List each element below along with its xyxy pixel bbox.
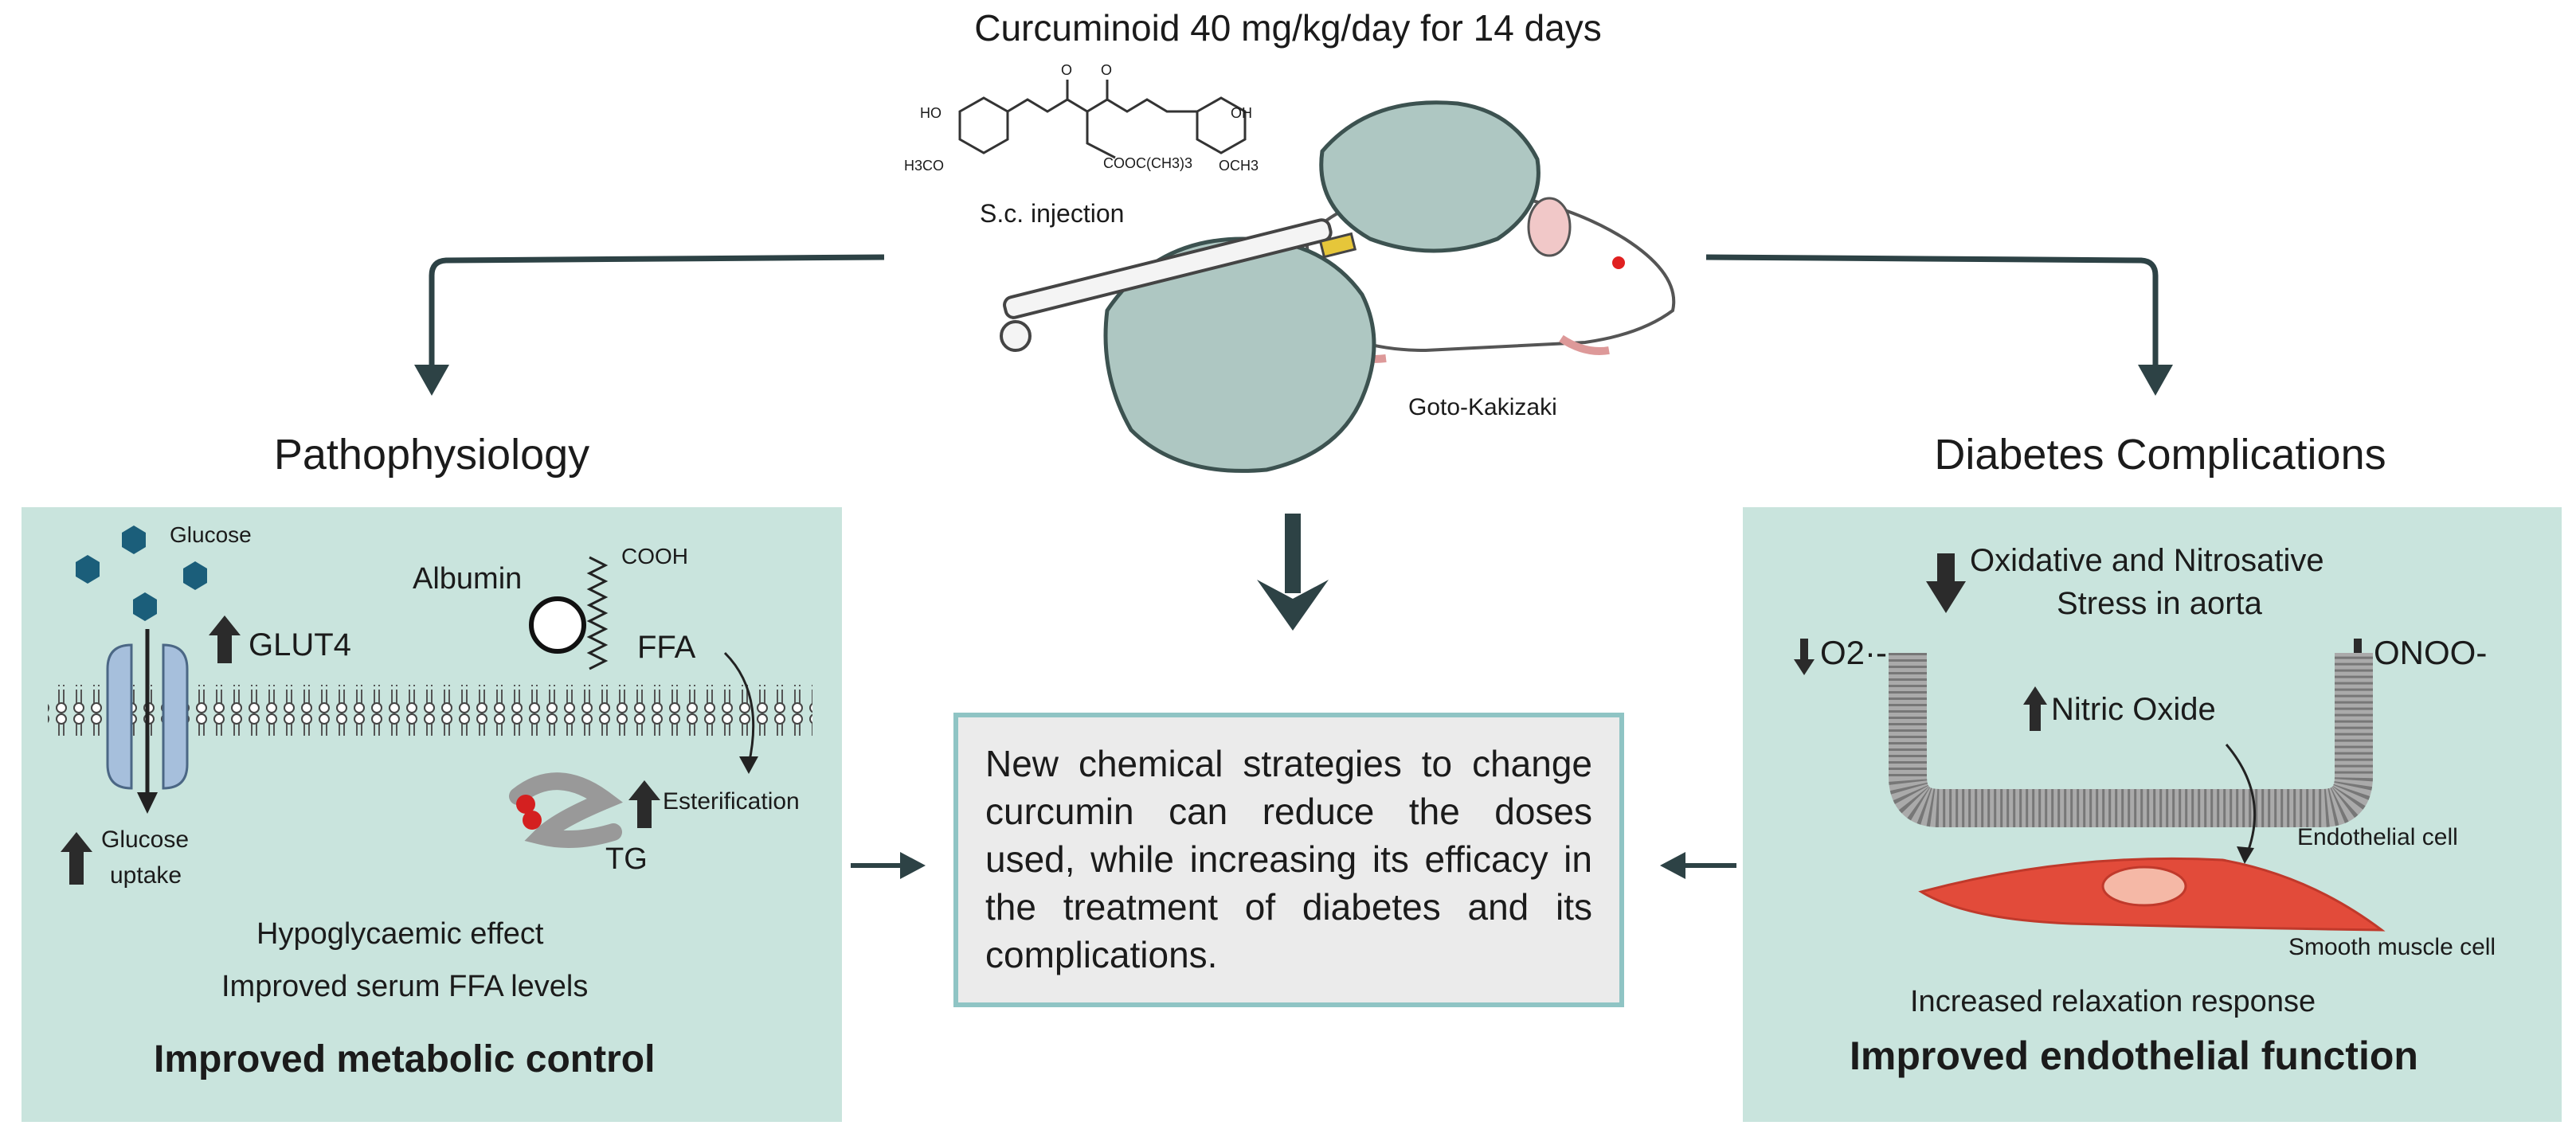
complications-heading: Diabetes Complications [1934, 431, 2386, 479]
hypoglycaemic-effect-label: Hypoglycaemic effect [256, 917, 544, 951]
smooth-muscle-cell-label: Smooth muscle cell [2288, 934, 2496, 960]
esterification-up-arrow [628, 780, 660, 828]
metabolic-control-label: Improved metabolic control [154, 1038, 656, 1080]
right-to-center-arrow [1660, 852, 1736, 879]
chem-oxygen-2: O [1101, 62, 1113, 78]
no-diffusion-arrow [2225, 744, 2257, 864]
o2-down-arrow [1794, 639, 1815, 675]
chem-meo-right: OCH3 [1219, 158, 1259, 174]
albumin-icon [529, 556, 609, 670]
esterification-label: Esterification [663, 788, 800, 815]
nitric-oxide-up-arrow [2023, 686, 2047, 731]
left-to-center-arrow [851, 852, 926, 879]
page-title: Curcuminoid 40 mg/kg/day for 14 days [974, 7, 1602, 49]
stress-down-arrow [1926, 553, 1966, 613]
chem-oxygen-1: O [1061, 62, 1073, 78]
conclusion-text: New chemical strategies to change curcum… [985, 743, 1592, 975]
curcuminoid-structure [958, 80, 1247, 159]
branch-arrow-right [1705, 254, 2173, 396]
ffa-to-tg-arrow [723, 651, 758, 774]
albumin-label: Albumin [413, 562, 523, 596]
endothelial-cell-label: Endothelial cell [2297, 824, 2458, 850]
ffa-label: FFA [637, 630, 696, 665]
smooth-muscle-cell [1918, 857, 2386, 932]
pathophysiology-heading: Pathophysiology [273, 431, 590, 479]
endothelium-u-shape [1889, 653, 2373, 827]
chem-ester: COOC(CH3)3 [1103, 155, 1193, 171]
glucose-uptake-label-1: Glucose [101, 826, 190, 853]
glucose-label: Glucose [170, 522, 252, 547]
glut4-up-arrow [209, 615, 241, 663]
chem-meo-left: H3CO [904, 158, 945, 174]
injection-label: S.c. injection [980, 199, 1125, 228]
rat-injection-illustration [1000, 100, 1676, 473]
chem-ho-right: OH [1231, 105, 1252, 121]
tg-label: TG [605, 842, 648, 876]
rat-strain-label: Goto-Kakizaki [1408, 394, 1557, 420]
ffa-levels-label: Improved serum FFA levels [221, 970, 589, 1003]
branch-arrow-left [414, 254, 885, 396]
chem-ho-left: HO [920, 105, 942, 121]
peroxynitrite-label: ONOO- [2374, 634, 2488, 671]
stress-label-2: Stress in aorta [2057, 586, 2262, 621]
glucose-uptake-label-2: uptake [110, 862, 182, 889]
relaxation-response-label: Increased relaxation response [1910, 985, 2316, 1018]
glucose-uptake-up-arrow [61, 832, 92, 885]
glut4-transporter [106, 629, 189, 814]
center-down-arrow [1257, 514, 1329, 631]
pathophysiology-panel [22, 507, 842, 1122]
glut4-label: GLUT4 [249, 627, 351, 662]
cooh-label: COOH [621, 544, 688, 569]
superoxide-label: O2·- [1820, 634, 1887, 671]
tg-molecule [509, 772, 624, 848]
stress-label-1: Oxidative and Nitrosative [1970, 543, 2324, 578]
endothelial-function-label: Improved endothelial function [1850, 1034, 2418, 1078]
conclusion-box: New chemical strategies to change curcum… [953, 713, 1624, 1007]
nitric-oxide-label: Nitric Oxide [2051, 692, 2216, 727]
glucose-molecules [76, 526, 207, 621]
